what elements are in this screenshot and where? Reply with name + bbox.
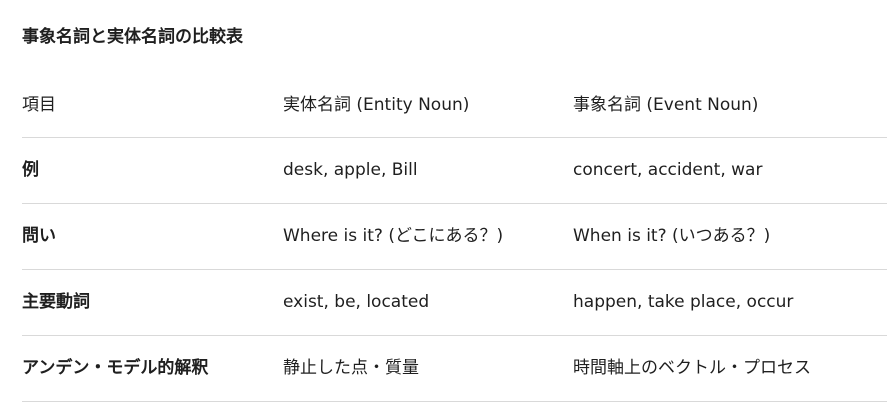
row-label: 例	[22, 160, 39, 180]
entity-cell: 静止した点・質量	[283, 358, 419, 378]
header-cell-event-noun: 事象名詞 (Event Noun)	[573, 95, 759, 115]
event-cell: concert, accident, war	[573, 160, 763, 180]
entity-cell: Where is it? (どこにある？)	[283, 226, 504, 246]
event-cell: 時間軸上のベクトル・プロセス	[573, 358, 811, 378]
event-cell: When is it? (いつある？)	[573, 226, 771, 246]
table-row: 例 desk, apple, Bill concert, accident, w…	[22, 138, 887, 204]
table-row: 問い Where is it? (どこにある？) When is it? (いつ…	[22, 204, 887, 270]
row-label: アンデン・モデル的解釈	[22, 358, 209, 378]
page-title: 事象名詞と実体名詞の比較表	[22, 27, 243, 47]
comparison-table: 項目 実体名詞 (Entity Noun) 事象名詞 (Event Noun) …	[22, 72, 887, 402]
table-row: 主要動詞 exist, be, located happen, take pla…	[22, 270, 887, 336]
header-cell-entity-noun: 実体名詞 (Entity Noun)	[283, 95, 470, 115]
entity-cell: desk, apple, Bill	[283, 160, 418, 180]
header-cell-item: 項目	[22, 95, 56, 115]
table-row: アンデン・モデル的解釈 静止した点・質量 時間軸上のベクトル・プロセス	[22, 336, 887, 402]
row-label: 問い	[22, 226, 56, 246]
entity-cell: exist, be, located	[283, 292, 430, 312]
row-label: 主要動詞	[22, 292, 90, 312]
table-header-row: 項目 実体名詞 (Entity Noun) 事象名詞 (Event Noun)	[22, 72, 887, 138]
event-cell: happen, take place, occur	[573, 292, 794, 312]
